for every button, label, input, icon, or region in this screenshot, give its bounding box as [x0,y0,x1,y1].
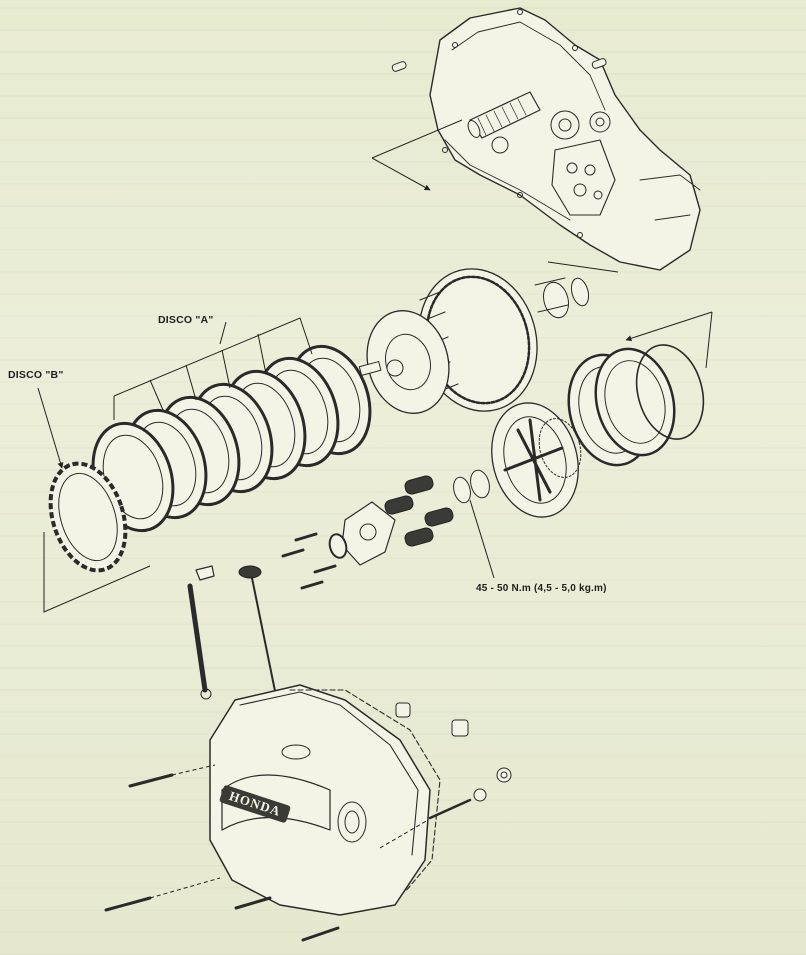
oil-pump-gears [550,110,611,140]
case-arrow [371,157,431,191]
clutch-plate-disco-b [37,387,128,573]
dowel-pin-right [591,58,607,69]
lock-washer-nut [453,469,490,504]
clutch-outer-basket [358,268,538,414]
disco-b-label: DISCO "B" [8,369,64,381]
cover-fittings [379,702,512,849]
clutch-springs [384,475,454,547]
lifter-bolts [281,532,337,590]
release-bearing [328,533,348,559]
engine-crankcase [371,7,701,271]
mainshaft [467,91,541,139]
disco-a-label: DISCO "A" [158,314,214,326]
outer-guide-sleeve [534,277,590,319]
case-to-basket-line [547,261,619,273]
plate-alignment-line [43,532,151,613]
center-arrow [626,311,713,369]
clutch-plates-disco-a [91,344,372,533]
right-crankcase-cover [209,684,431,916]
case-bolt-holes [442,9,583,238]
oil-pump-body [551,139,616,216]
cover-gasket [289,689,441,893]
oil-pipe [187,565,215,700]
dowel-pin-left [391,61,407,72]
cover-bolts [104,764,340,942]
honda-badge [219,785,291,823]
pressure-plate [491,402,582,518]
torque-leader-line [469,499,495,579]
wire-ring [635,344,705,440]
torque-spec-label: 45 - 50 N.m (4,5 - 5,0 kg.m) [476,583,607,594]
disco-a-leader-lines [113,317,313,420]
